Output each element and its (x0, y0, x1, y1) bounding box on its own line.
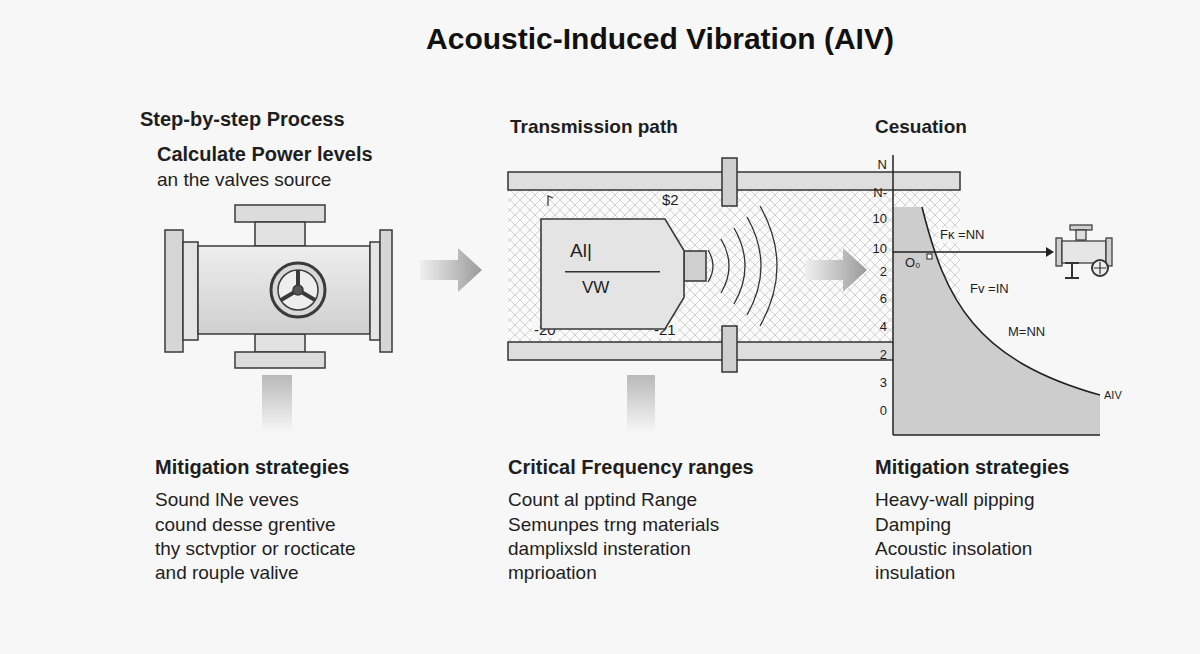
rect-shape (198, 246, 370, 334)
label-text: 2 (880, 348, 887, 363)
label-text: 10 (873, 212, 887, 227)
divider-line (565, 271, 660, 272)
path-shape (747, 217, 761, 315)
rect-shape (1106, 238, 1112, 266)
valve-illustration (165, 205, 392, 368)
rect-shape (255, 222, 305, 246)
rect-shape (165, 230, 183, 352)
label-text: 4 (880, 320, 887, 335)
label-text: Fκ =NN (938, 228, 986, 243)
label-text: an the valves source (157, 169, 331, 191)
circle-shape (271, 263, 325, 317)
label-text: Damping (875, 514, 951, 536)
rect-shape (684, 251, 706, 281)
circle-shape (293, 285, 303, 295)
path-shape (281, 270, 315, 300)
box-outline (540, 218, 685, 330)
label-text: insulation (875, 562, 955, 584)
rect-shape (722, 326, 737, 372)
box-text: Al| (570, 240, 592, 262)
box-shape (541, 219, 684, 329)
label-text: damplixsld insteration (508, 538, 691, 560)
label-text: Count al pptind Range (508, 489, 697, 511)
section-heading: Calculate Power levels (157, 143, 373, 166)
path-shape (922, 207, 1100, 395)
section-heading: Cesuation (875, 116, 967, 138)
label-text: 0 (880, 404, 887, 419)
label-text: Semunpes trng materials (508, 514, 719, 536)
rect-shape (1076, 230, 1086, 240)
pipe-illustration (508, 158, 960, 372)
line-shape (893, 434, 1100, 436)
section-heading: Mitigation strategies (875, 456, 1069, 479)
path-shape (548, 196, 553, 206)
circle-shape (278, 270, 318, 310)
rect-shape (508, 190, 960, 342)
rect-shape (235, 352, 325, 368)
rect-shape (370, 242, 380, 340)
flow-arrow (420, 248, 482, 292)
fade-bar (262, 375, 292, 431)
path-shape (721, 239, 729, 293)
box-text: VW (582, 278, 609, 298)
rect-shape (1056, 238, 1062, 266)
rect-shape (235, 205, 325, 222)
rect-shape (380, 230, 392, 352)
label-text: 6 (880, 292, 887, 307)
label-text: cound desse grentive (155, 514, 336, 536)
section-heading: Step-by-step Process (140, 108, 345, 131)
label-text: 10 (873, 242, 887, 257)
label-text: O₀ (905, 256, 921, 271)
label-text: N (878, 158, 887, 173)
section-heading: Transmission path (510, 116, 678, 138)
label-text: M=NN (1006, 325, 1047, 340)
label-text: 2 (880, 265, 887, 280)
label-text: 3 (880, 376, 887, 391)
rect-shape (183, 242, 198, 340)
line-shape (893, 251, 1046, 252)
path-shape (760, 206, 777, 326)
label-text: Fv =IN (968, 282, 1011, 297)
rect-shape (255, 334, 305, 352)
path-shape (734, 228, 745, 304)
valve-icon (1056, 225, 1112, 278)
polygon-shape (1046, 247, 1054, 257)
attenuation-chart (893, 155, 1100, 435)
label-text: Sound lNe veves (155, 489, 299, 511)
path-shape (1094, 262, 1106, 274)
label-text: and rouple valive (155, 562, 299, 584)
rect-shape (927, 254, 932, 259)
label-text: AIV (1104, 389, 1122, 402)
rect-shape (1070, 225, 1092, 230)
path-shape (1065, 263, 1079, 278)
label-text: Acoustic insolation (875, 538, 1032, 560)
flow-arrow (805, 248, 867, 292)
diagram-title: Acoustic-Induced Vibration (AIV) (426, 22, 894, 57)
fade-bar (627, 375, 655, 431)
line-shape (892, 155, 894, 435)
path-shape (708, 250, 713, 282)
section-heading: Critical Frequency ranges (508, 456, 754, 479)
source-box: Al| VW (540, 218, 685, 330)
rect-shape (722, 158, 737, 206)
label-text: N- (873, 186, 887, 201)
rect-shape (508, 190, 960, 342)
label-text: thy sctvptior or rocticate (155, 538, 356, 560)
circle-shape (1092, 260, 1108, 276)
label-text: mprioation (508, 562, 597, 584)
label-text: Heavy-wall pipping (875, 489, 1034, 511)
section-heading: Mitigation strategies (155, 456, 349, 479)
g-shape (708, 206, 777, 326)
label-text: $2 (660, 191, 681, 208)
